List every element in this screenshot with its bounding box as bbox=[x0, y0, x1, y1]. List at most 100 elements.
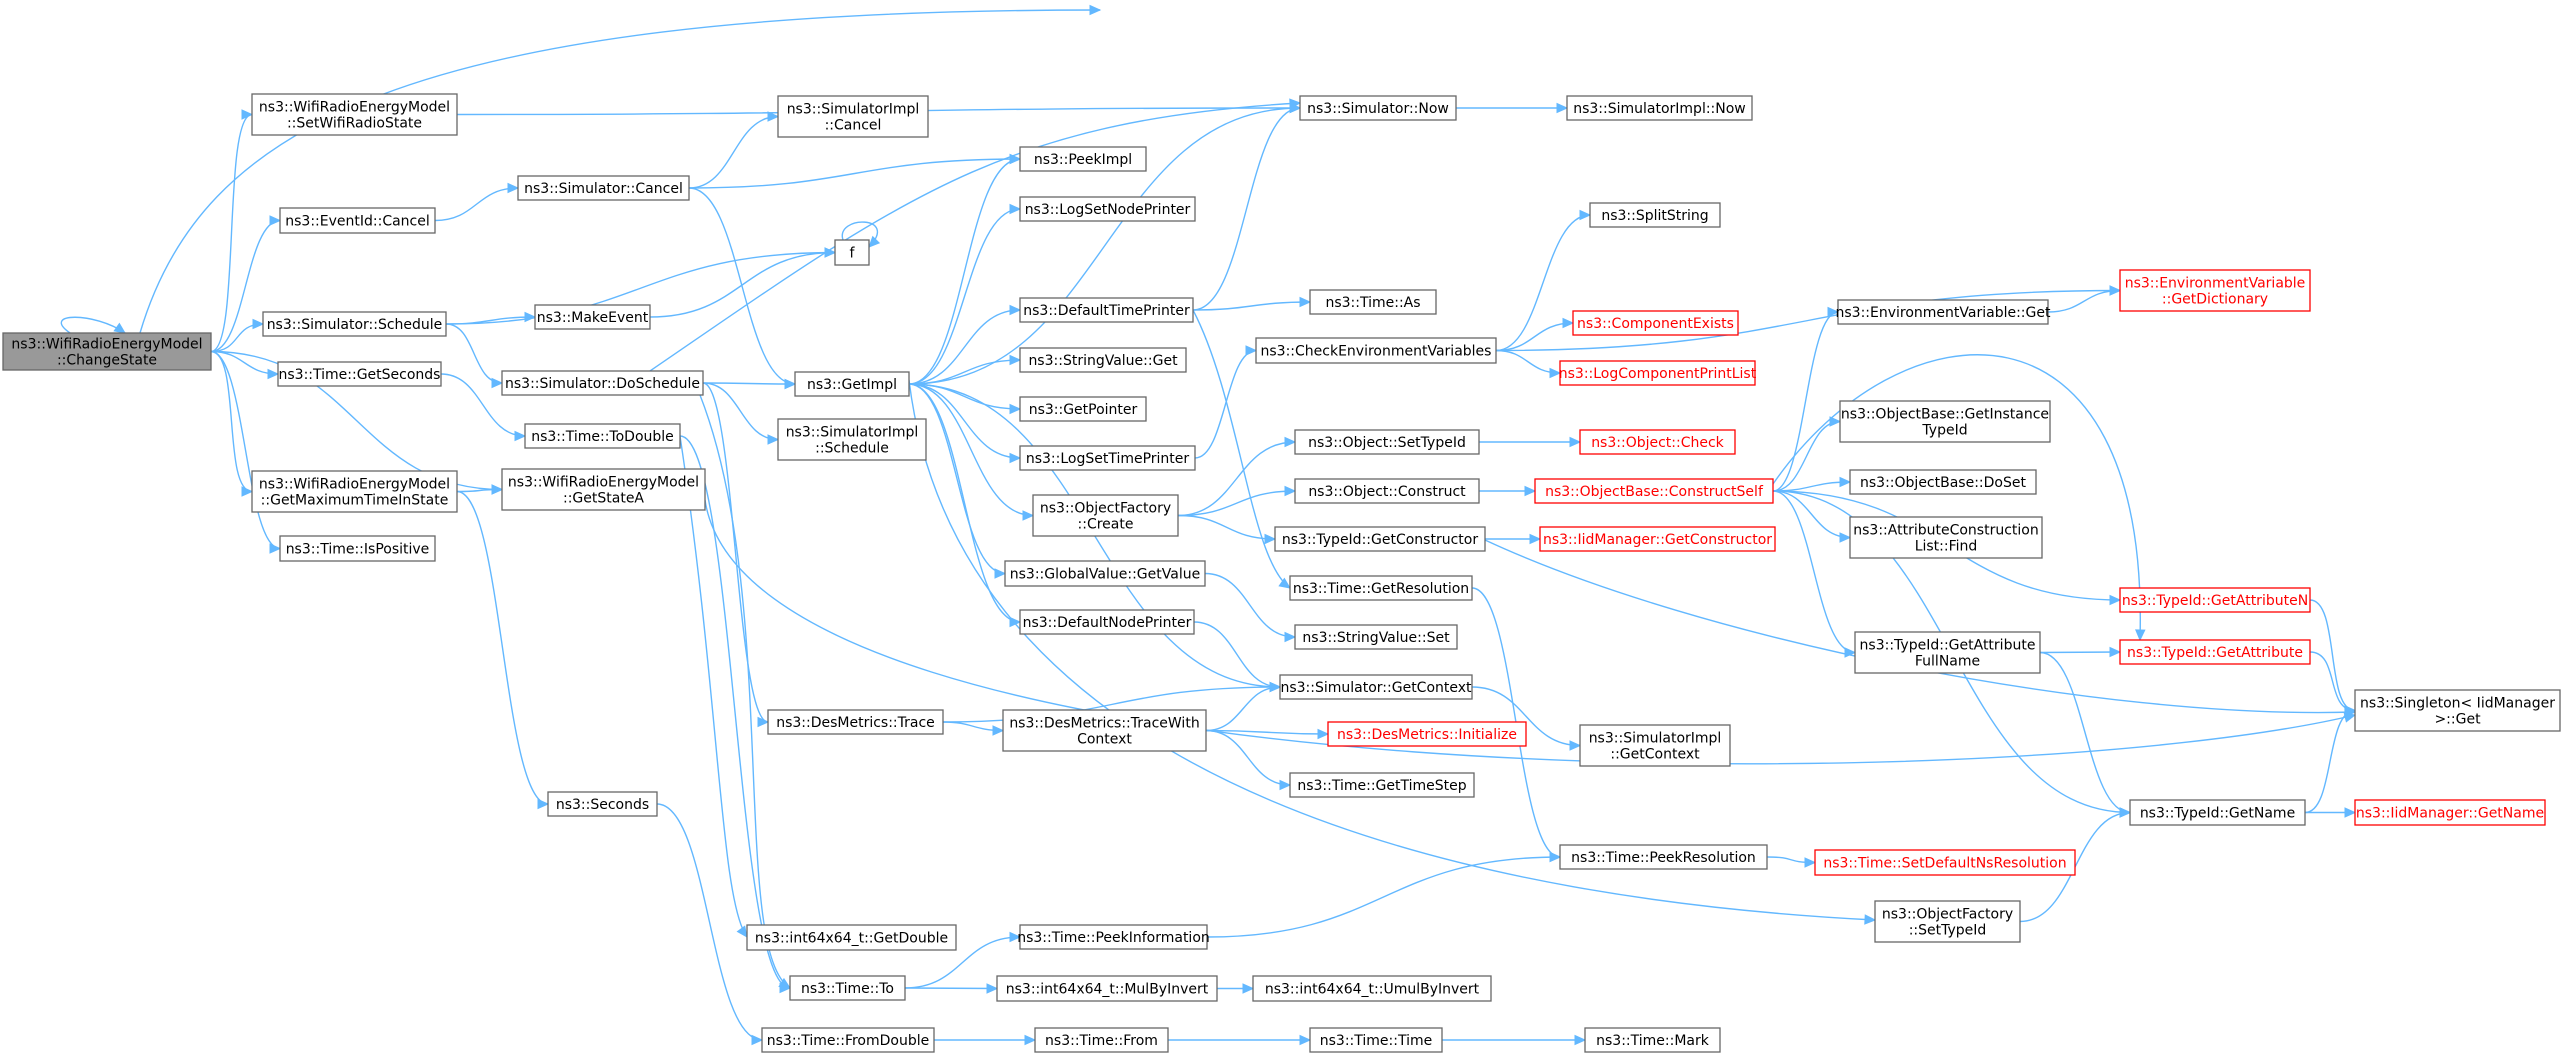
node-getresolution[interactable]: ns3::Time::GetResolution bbox=[1289, 575, 1473, 601]
edge-arrowhead bbox=[1245, 345, 1258, 356]
node-objcheck[interactable]: ns3::Object::Check bbox=[1579, 429, 1736, 455]
node-envget[interactable]: ns3::EnvironmentVariable::Get bbox=[1836, 299, 2051, 325]
node-stringset[interactable]: ns3::StringValue::Set bbox=[1294, 624, 1458, 650]
node-simimplcancel[interactable]: ns3::SimulatorImpl::Cancel bbox=[777, 95, 929, 138]
node-label: f bbox=[850, 246, 856, 262]
node-f[interactable]: f bbox=[834, 239, 870, 266]
node-envgetdict[interactable]: ns3::EnvironmentVariable::GetDictionary bbox=[2119, 269, 2311, 312]
node-objconstruct[interactable]: ns3::Object::Construct bbox=[1294, 478, 1480, 504]
node-label: ns3::int64x64_t::GetDouble bbox=[755, 931, 948, 947]
node-typeidgetctor[interactable]: ns3::TypeId::GetConstructor bbox=[1274, 526, 1486, 552]
node-peekimpl[interactable]: ns3::PeekImpl bbox=[1019, 146, 1147, 172]
node-iidgetctor[interactable]: ns3::IidManager::GetConstructor bbox=[1539, 526, 1776, 552]
node-label: ns3::Simulator::Now bbox=[1307, 101, 1449, 117]
node-logsettime[interactable]: ns3::LogSetTimePrinter bbox=[1019, 445, 1196, 471]
edge-arrowhead bbox=[1284, 631, 1297, 643]
node-implnow[interactable]: ns3::SimulatorImpl::Now bbox=[1566, 95, 1753, 121]
node-getattrn[interactable]: ns3::TypeId::GetAttributeN bbox=[2119, 587, 2311, 613]
edge-root-to-eventcancel bbox=[210, 219, 281, 353]
node-timeto[interactable]: ns3::Time::To bbox=[789, 975, 906, 1001]
node-getimpl[interactable]: ns3::GetImpl bbox=[794, 371, 910, 397]
node-label: ::ChangeState bbox=[57, 353, 157, 369]
node-simdoschedule[interactable]: ns3::Simulator::DoSchedule bbox=[501, 370, 704, 396]
node-splitstring[interactable]: ns3::SplitString bbox=[1589, 202, 1721, 228]
node-timemark[interactable]: ns3::Time::Mark bbox=[1584, 1027, 1721, 1053]
node-objfactcreate[interactable]: ns3::ObjectFactory::Create bbox=[1032, 494, 1179, 537]
node-getseconds[interactable]: ns3::Time::GetSeconds bbox=[277, 361, 442, 387]
node-eventcancel[interactable]: ns3::EventId::Cancel bbox=[279, 207, 436, 234]
node-box bbox=[1019, 609, 1195, 635]
node-iidgetname[interactable]: ns3::IidManager::GetName bbox=[2354, 799, 2546, 826]
node-label: TypeId bbox=[1921, 423, 1967, 439]
node-desinit[interactable]: ns3::DesMetrics::Initialize bbox=[1327, 721, 1527, 747]
node-simgetctx[interactable]: ns3::Simulator::GetContext bbox=[1279, 674, 1473, 700]
node-deftimeprinter[interactable]: ns3::DefaultTimePrinter bbox=[1019, 297, 1194, 323]
node-fromdouble[interactable]: ns3::Time::FromDouble bbox=[761, 1027, 935, 1053]
node-getpointer[interactable]: ns3::GetPointer bbox=[1019, 396, 1147, 422]
node-root[interactable]: ns3::WifiRadioEnergyModel::ChangeState bbox=[2, 332, 212, 371]
node-checkenv[interactable]: ns3::CheckEnvironmentVariables bbox=[1255, 337, 1497, 364]
edge-tracewithctx-to-simgetctx bbox=[1205, 686, 1281, 732]
node-logcompprint[interactable]: ns3::LogComponentPrintList bbox=[1559, 360, 1757, 386]
node-label: ns3::IidManager::GetConstructor bbox=[1543, 532, 1772, 548]
node-simnow[interactable]: ns3::Simulator::Now bbox=[1299, 95, 1457, 121]
edge-arrowhead bbox=[1284, 436, 1297, 448]
node-timetime[interactable]: ns3::Time::Time bbox=[1309, 1027, 1443, 1053]
node-simimplschedule[interactable]: ns3::SimulatorImpl::Schedule bbox=[777, 418, 927, 461]
node-objfactsettypeid[interactable]: ns3::ObjectFactory::SetTypeId bbox=[1874, 900, 2021, 943]
node-label: ns3::SimulatorImpl bbox=[786, 425, 919, 441]
node-peekres[interactable]: ns3::Time::PeekResolution bbox=[1559, 844, 1768, 870]
node-seconds[interactable]: ns3::Seconds bbox=[547, 791, 658, 817]
node-box bbox=[834, 239, 870, 266]
edge-arrowhead bbox=[491, 484, 504, 495]
node-ispositive[interactable]: ns3::Time::IsPositive bbox=[279, 535, 436, 562]
node-label: ::Cancel bbox=[825, 118, 882, 134]
node-label: ns3::Simulator::Schedule bbox=[267, 317, 443, 333]
node-getstatea[interactable]: ns3::WifiRadioEnergyModel::GetStateA bbox=[501, 468, 706, 511]
edge-constructself-to-getattr bbox=[1772, 354, 2141, 641]
node-setwifi[interactable]: ns3::WifiRadioEnergyModel::SetWifiRadioS… bbox=[251, 93, 458, 136]
node-simschedule[interactable]: ns3::Simulator::Schedule bbox=[262, 311, 447, 337]
node-todouble[interactable]: ns3::Time::ToDouble bbox=[524, 423, 681, 449]
node-defnodeprinter[interactable]: ns3::DefaultNodePrinter bbox=[1019, 609, 1195, 635]
node-label: ns3::Time::ToDouble bbox=[531, 429, 674, 445]
node-singletonget[interactable]: ns3::Singleton< IidManager >::Get bbox=[2354, 689, 2561, 732]
edge-simgetctx-to-implgetctx bbox=[1471, 686, 1581, 747]
edge-timeto-to-peekinfo bbox=[904, 936, 1021, 989]
node-timeas[interactable]: ns3::Time::As bbox=[1309, 289, 1437, 315]
node-stringget[interactable]: ns3::StringValue::Get bbox=[1019, 347, 1187, 373]
node-mulbyinvert[interactable]: ns3::int64x64_t::MulByInvert bbox=[996, 975, 1218, 1002]
node-setdefnsres[interactable]: ns3::Time::SetDefaultNsResolution bbox=[1814, 849, 2076, 876]
edge-arrowhead bbox=[1242, 983, 1255, 994]
node-umulbyinvert[interactable]: ns3::int64x64_t::UmulByInvert bbox=[1252, 975, 1492, 1002]
node-peekinfo[interactable]: ns3::Time::PeekInformation bbox=[1017, 924, 1210, 950]
edge-getimpl-to-logsetnode bbox=[908, 208, 1021, 385]
node-box bbox=[1327, 721, 1527, 747]
node-typeidgetname[interactable]: ns3::TypeId::GetName bbox=[2129, 799, 2306, 826]
node-dosetnode[interactable]: ns3::ObjectBase::DoSet bbox=[1849, 469, 2037, 495]
node-timefrom[interactable]: ns3::Time::From bbox=[1034, 1027, 1169, 1053]
edge-root-to-getmaxtime bbox=[210, 350, 253, 493]
node-getattr[interactable]: ns3::TypeId::GetAttribute bbox=[2119, 639, 2311, 665]
node-implgetctx[interactable]: ns3::SimulatorImpl::GetContext bbox=[1579, 724, 1731, 767]
node-gettimestep[interactable]: ns3::Time::GetTimeStep bbox=[1289, 772, 1475, 798]
node-box bbox=[1579, 429, 1736, 455]
node-objsettypeid[interactable]: ns3::Object::SetTypeId bbox=[1294, 429, 1480, 455]
node-box bbox=[1019, 196, 1196, 222]
node-box bbox=[517, 175, 690, 201]
node-destrace[interactable]: ns3::DesMetrics::Trace bbox=[767, 709, 944, 735]
node-makeevent[interactable]: ns3::MakeEvent bbox=[534, 304, 651, 330]
node-globalget[interactable]: ns3::GlobalValue::GetValue bbox=[1004, 560, 1206, 587]
node-getmaxtime[interactable]: ns3::WifiRadioEnergyModel::GetMaximumTim… bbox=[251, 470, 458, 513]
node-label: ns3::ComponentExists bbox=[1577, 316, 1734, 332]
node-simcancel[interactable]: ns3::Simulator::Cancel bbox=[517, 175, 690, 201]
node-logsetnode[interactable]: ns3::LogSetNodePrinter bbox=[1019, 196, 1196, 222]
node-constructself[interactable]: ns3::ObjectBase::ConstructSelf bbox=[1534, 478, 1774, 504]
node-getdouble[interactable]: ns3::int64x64_t::GetDouble bbox=[746, 924, 957, 951]
node-compexists[interactable]: ns3::ComponentExists bbox=[1572, 310, 1739, 336]
